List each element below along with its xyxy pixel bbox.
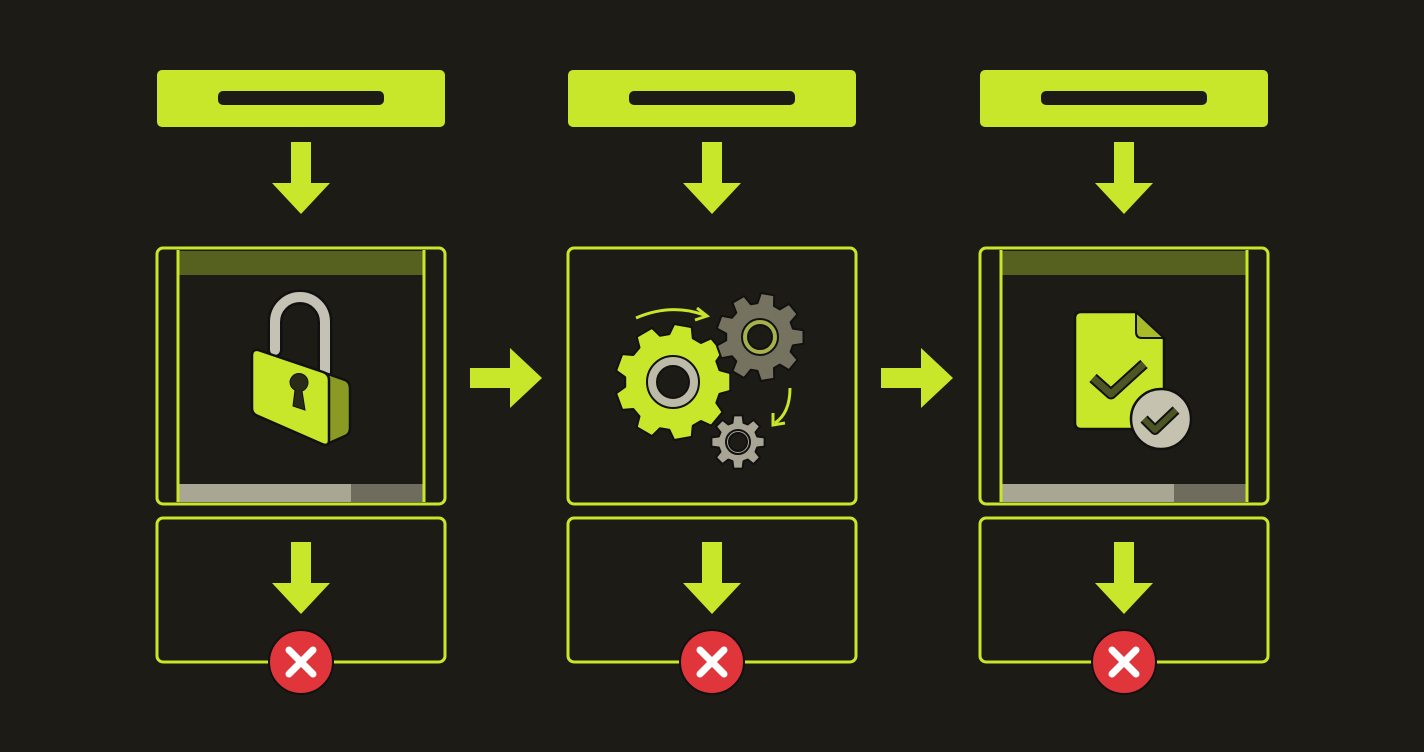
stage-header	[980, 70, 1268, 127]
stage-result	[978, 516, 1270, 695]
arrow-down-icon	[683, 542, 741, 614]
lock-side	[323, 371, 352, 446]
gears-process-icon	[615, 292, 805, 470]
panel-top-band	[1002, 251, 1246, 275]
stage-column-lock	[155, 70, 447, 695]
gear-small	[710, 414, 766, 470]
stage-header	[568, 70, 856, 127]
gear-large	[615, 323, 732, 441]
gear-medium	[715, 292, 805, 382]
arrow-down-icon	[1095, 142, 1153, 214]
header-placeholder-line	[218, 91, 384, 105]
error-x-icon	[679, 629, 745, 695]
error-x-mark	[696, 646, 728, 678]
rotation-arrow-bottom-head	[771, 413, 786, 427]
check-badge-mark-fill	[1141, 407, 1179, 433]
stage-result	[566, 516, 858, 695]
panel-frame	[155, 246, 447, 506]
lock-keyhole	[289, 373, 309, 411]
arrow-right-icon	[470, 348, 542, 408]
gear-hole	[656, 365, 690, 399]
panel-progress-fill	[179, 484, 351, 502]
header-placeholder-line	[629, 91, 795, 105]
stage-panel	[155, 246, 447, 506]
document-checkmark-fill	[1090, 361, 1147, 398]
document-check-icon	[1073, 309, 1193, 451]
error-x-mark	[285, 646, 317, 678]
stage-column-document	[978, 70, 1270, 695]
stage-header	[157, 70, 445, 127]
panel-frame	[978, 246, 1270, 506]
error-x-mark	[1108, 646, 1140, 678]
lock-shackle-inner	[270, 292, 330, 377]
rotation-arrow-bottom	[774, 387, 792, 425]
arrow-down-icon	[683, 142, 741, 214]
error-x-icon	[1091, 629, 1157, 695]
header-placeholder-line	[1041, 91, 1207, 105]
gear-hole	[728, 432, 748, 452]
stage-column-gears	[566, 70, 858, 695]
stage-result	[155, 516, 447, 695]
rotation-arrow-top-head	[694, 306, 711, 322]
arrow-down-icon	[1095, 542, 1153, 614]
arrow-down-icon	[272, 542, 330, 614]
rotation-arrow-top	[635, 308, 705, 320]
padlock-icon	[250, 289, 352, 447]
arrow-right-icon	[881, 348, 953, 408]
document-fold	[1135, 309, 1167, 339]
gear-hole	[747, 324, 773, 350]
panel-frame	[566, 246, 858, 506]
panel-top-band	[179, 251, 423, 275]
stage-panel	[978, 246, 1270, 506]
error-x-icon	[268, 629, 334, 695]
lock-body	[250, 348, 331, 447]
stage-panel	[566, 246, 858, 506]
arrow-down-icon	[272, 142, 330, 214]
panel-progress-fill	[1002, 484, 1174, 502]
